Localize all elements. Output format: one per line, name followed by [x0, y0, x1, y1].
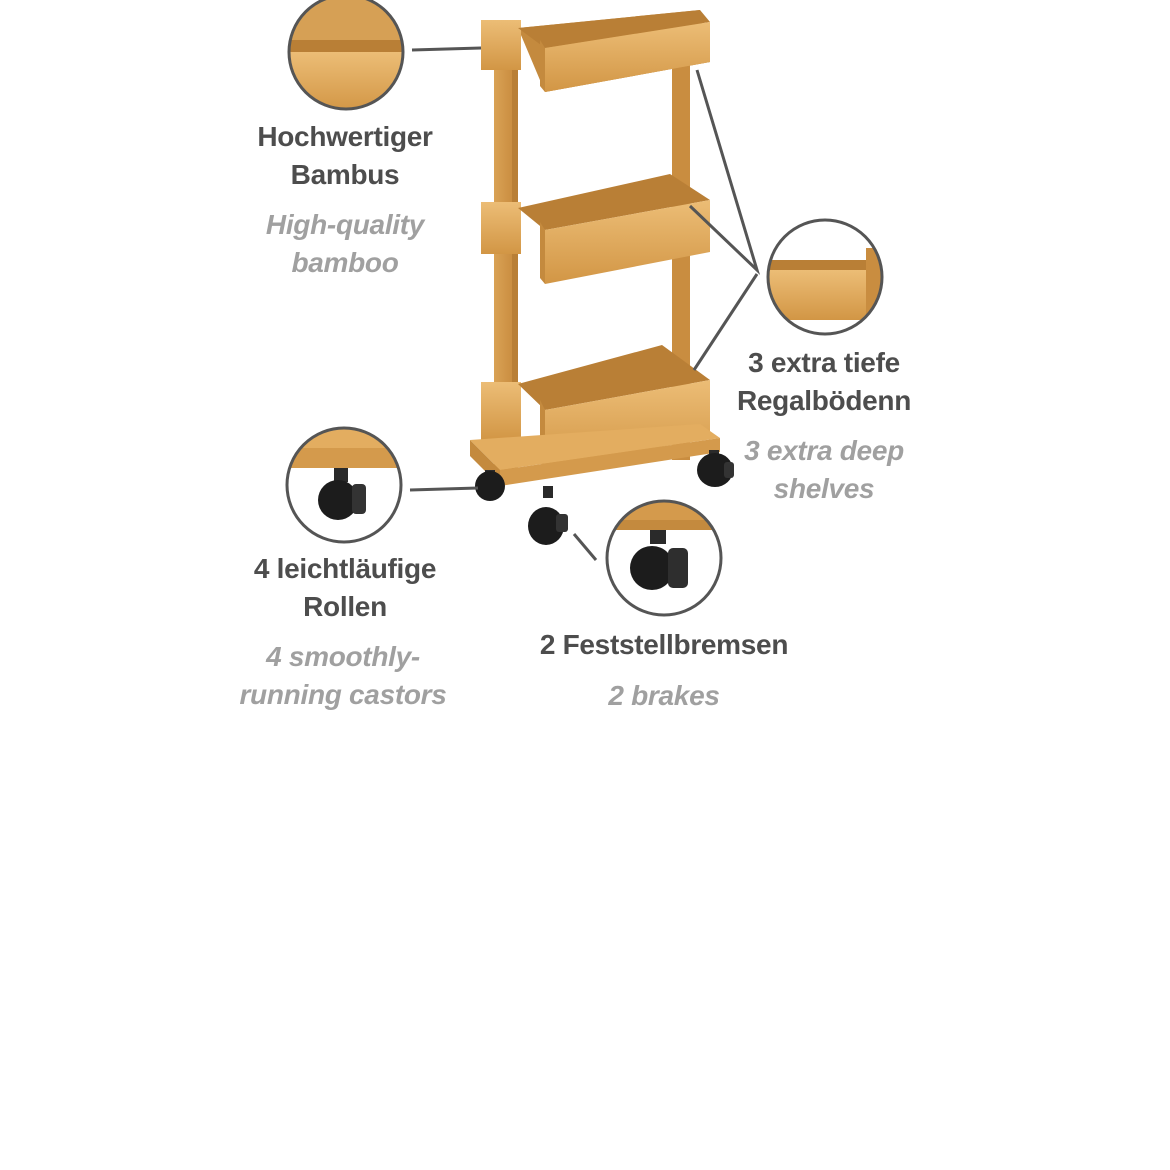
- detail-circle-brakes: [605, 499, 723, 617]
- detail-circle-castors: [285, 426, 403, 544]
- leader-castors: [409, 486, 479, 492]
- callout-brakes-de: 2 Feststellbremsen: [539, 629, 789, 660]
- leader-lines: [409, 46, 761, 561]
- middle-shelf: [481, 174, 710, 284]
- leader-bamboo: [411, 46, 482, 52]
- detail-circle-shelves: [766, 218, 884, 336]
- leader-shelves: [688, 69, 761, 276]
- callout-bamboo-de: Hochwertiger Bambus: [257, 121, 433, 190]
- top-shelf: [481, 10, 710, 92]
- callout-shelves-en: 3 extra deep shelves: [744, 435, 904, 504]
- leader-shelves-lower: [692, 273, 759, 371]
- callout-bamboo-en: High-quality bamboo: [265, 209, 425, 278]
- leader-brakes: [572, 533, 598, 561]
- callout-castors-de: 4 leichtläufige Rollen: [253, 553, 437, 622]
- detail-circle-bamboo: [287, 0, 405, 111]
- castor-rear-right: [697, 450, 734, 487]
- castors: [475, 450, 734, 545]
- callout-castors-en: 4 smoothly- running castors: [239, 641, 447, 710]
- castor-front-left: [528, 486, 568, 545]
- callout-brakes-en: 2 brakes: [608, 680, 720, 711]
- castor-rear-left: [475, 470, 505, 501]
- callout-shelves-de: 3 extra tiefe Regalbödenn: [736, 347, 912, 416]
